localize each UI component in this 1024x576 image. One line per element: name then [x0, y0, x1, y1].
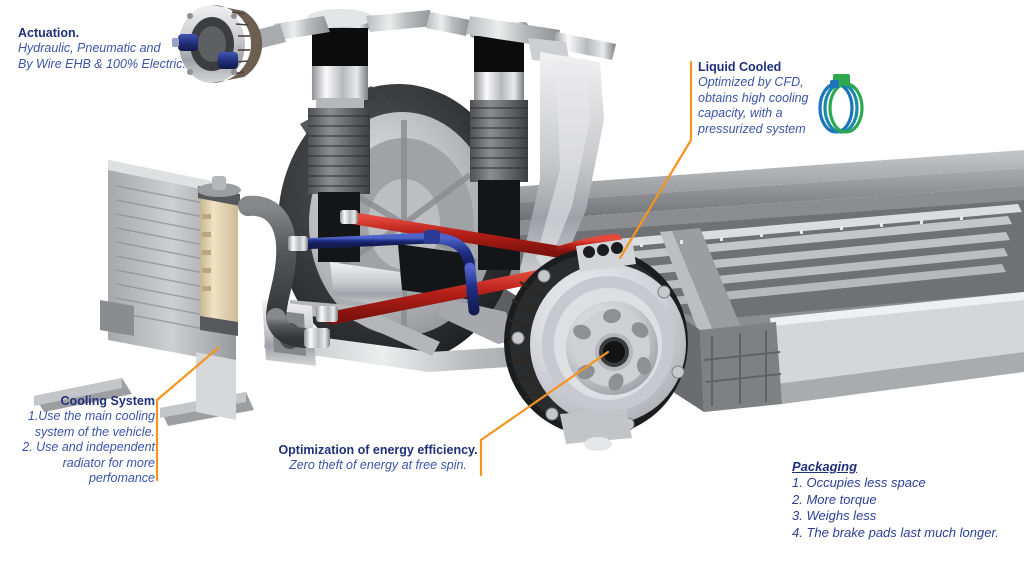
- optimization-heading: Optimization of energy efficiency.: [278, 443, 478, 457]
- actuation-line-2: By Wire EHB & 100% Electric.: [18, 56, 186, 71]
- expansion-tank: [197, 176, 241, 336]
- blue-actuator-cylinders: [172, 34, 238, 69]
- annotation-optimization: Optimization of energy efficiency. Zero …: [272, 443, 484, 474]
- cooling-loop-icon: [818, 74, 864, 134]
- bellows-boot: [308, 108, 370, 194]
- packaging-item-3: 3. Weighs less: [792, 508, 877, 523]
- coolant-hose: [238, 195, 330, 348]
- annotation-cooling-system: Cooling System 1.Use the main cooling sy…: [0, 394, 155, 487]
- upper-control-arm: [256, 10, 616, 64]
- blue-hydraulic-line: [288, 230, 480, 316]
- packaging-item-4: 4. The brake pads last much longer.: [792, 524, 999, 540]
- packaging-item-1: 1. Occupies less space: [792, 475, 926, 490]
- cooling-system-line-1: 1.Use the main cooling: [27, 409, 155, 423]
- cooling-system-line-3: 2. Use and independent: [22, 440, 155, 454]
- cooling-system-line-5: perfomance: [88, 471, 155, 485]
- actuation-heading: Actuation.: [18, 26, 80, 40]
- actuator-ring-module: [172, 5, 263, 83]
- packaging-heading: Packaging: [792, 459, 858, 474]
- annotation-liquid-cooled: Liquid Cooled Optimized by CFD, obtains …: [698, 60, 818, 137]
- red-hydraulic-line: [316, 210, 622, 325]
- annotation-packaging: Packaging 1. Occupies less space 2. More…: [792, 459, 1017, 541]
- cooling-system-heading: Cooling System: [60, 394, 155, 408]
- liquid-cooled-line-2: obtains high cooling: [698, 90, 809, 105]
- packaging-item-2: 2. More torque: [792, 491, 877, 507]
- liquid-cooled-line-3: capacity, with a: [698, 106, 783, 120]
- cooling-system-line-2: system of the vehicle.: [34, 424, 155, 439]
- actuation-line-1: Hydraulic, Pneumatic and: [18, 41, 161, 55]
- optimization-line-1: Zero theft of energy at free spin.: [289, 458, 467, 472]
- cooling-system-line-4: radiator for more: [62, 455, 155, 470]
- annotation-actuation: Actuation. Hydraulic, Pneumatic and By W…: [18, 26, 238, 72]
- liquid-cooled-line-4: pressurized system: [698, 121, 806, 136]
- strut-shock-absorber: [307, 9, 528, 270]
- liquid-cooled-line-1: Optimized by CFD,: [698, 75, 804, 89]
- liquid-cooled-heading: Liquid Cooled: [698, 60, 782, 74]
